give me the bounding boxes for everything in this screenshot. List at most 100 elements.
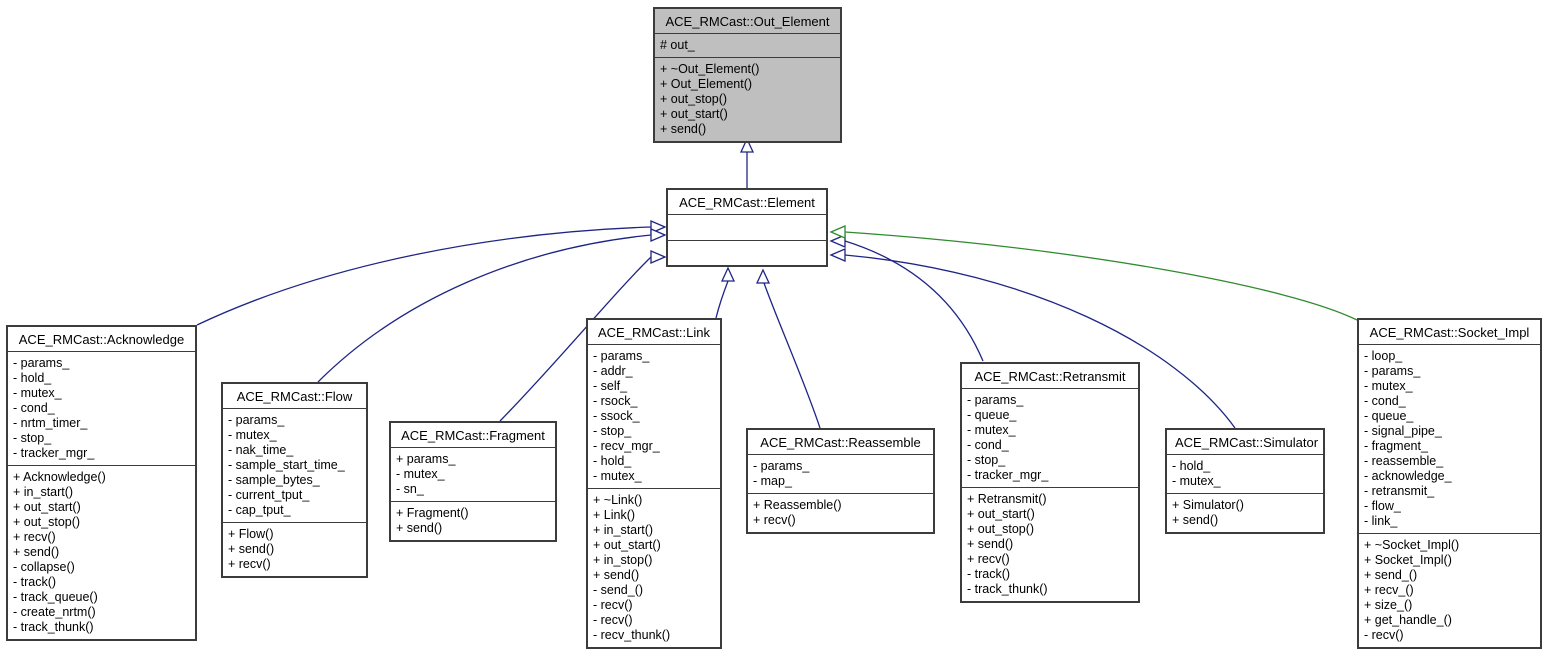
member-row: # out_ [660, 38, 695, 52]
class-box-out-element[interactable]: ACE_RMCast::Out_Element # out_ + ~Out_El… [653, 7, 842, 143]
member-row: + Out_Element() [660, 77, 753, 91]
class-attributes: - params_- addr_- self_- rsock_- ssock_-… [588, 345, 720, 488]
member-row: - nrtm_timer_ [13, 416, 88, 430]
class-title: ACE_RMCast::Link [588, 320, 720, 345]
member-row: - self_ [593, 379, 628, 393]
member-row: - params_ [228, 413, 285, 427]
edge-flow-to-element [317, 234, 652, 383]
member-row: - nak_time_ [228, 443, 294, 457]
edge-fragment-to-element [499, 256, 652, 422]
arrowhead-link [720, 266, 736, 282]
class-box-acknowledge[interactable]: ACE_RMCast::Acknowledge - params_- hold_… [6, 325, 197, 641]
arrowhead-flow [650, 228, 667, 242]
member-row: - loop_ [1364, 349, 1403, 363]
class-title: ACE_RMCast::Out_Element [655, 9, 840, 34]
class-box-link[interactable]: ACE_RMCast::Link - params_- addr_- self_… [586, 318, 722, 649]
member-row: - params_ [13, 356, 70, 370]
member-row: - sample_bytes_ [228, 473, 320, 487]
class-attributes: - params_- hold_- mutex_- cond_- nrtm_ti… [8, 352, 195, 465]
class-attributes: - params_- queue_- mutex_- cond_- stop_-… [962, 389, 1138, 487]
member-row: + recv() [13, 530, 56, 544]
member-row: - tracker_mgr_ [13, 446, 95, 460]
member-row: - params_ [593, 349, 650, 363]
member-row: + Retransmit() [967, 492, 1047, 506]
member-row: + out_start() [967, 507, 1035, 521]
member-row: + send() [593, 568, 640, 582]
arrowhead-socket-impl [829, 225, 846, 239]
member-row: - addr_ [593, 364, 633, 378]
class-box-fragment[interactable]: ACE_RMCast::Fragment + params_- mutex_- … [389, 421, 557, 542]
class-title: ACE_RMCast::Reassemble [748, 430, 933, 455]
member-row: + ~Socket_Impl() [1364, 538, 1460, 552]
class-box-retransmit[interactable]: ACE_RMCast::Retransmit - params_- queue_… [960, 362, 1140, 603]
member-row: - params_ [967, 393, 1024, 407]
member-row: - cond_ [13, 401, 55, 415]
member-row: - recv() [1364, 628, 1404, 642]
member-row: - params_ [753, 459, 810, 473]
class-methods: + ~Out_Element()+ Out_Element()+ out_sto… [655, 57, 840, 141]
member-row: - collapse() [13, 560, 75, 574]
member-row: - sn_ [396, 482, 424, 496]
member-row: - create_nrtm() [13, 605, 96, 619]
class-methods: + Reassemble()+ recv() [748, 493, 933, 532]
member-row: - fragment_ [1364, 439, 1428, 453]
member-row: + recv_() [1364, 583, 1414, 597]
member-row: + out_start() [13, 500, 81, 514]
class-box-reassemble[interactable]: ACE_RMCast::Reassemble - params_- map_ +… [746, 428, 935, 534]
edge-link-to-element [715, 280, 729, 319]
member-row: + ~Link() [593, 493, 643, 507]
member-row: + Acknowledge() [13, 470, 106, 484]
class-methods: + Flow()+ send()+ recv() [223, 522, 366, 576]
arrowhead-fragment [650, 250, 667, 264]
member-row: + Simulator() [1172, 498, 1244, 512]
member-row: + in_stop() [593, 553, 653, 567]
class-box-flow[interactable]: ACE_RMCast::Flow - params_- mutex_- nak_… [221, 382, 368, 578]
member-row: + get_handle_() [1364, 613, 1452, 627]
member-row: + send() [660, 122, 707, 136]
edge-retransmit-to-element [844, 240, 984, 362]
member-row: - track_thunk() [13, 620, 94, 634]
member-row: + send() [13, 545, 60, 559]
member-row: + out_start() [593, 538, 661, 552]
class-box-simulator[interactable]: ACE_RMCast::Simulator - hold_- mutex_ + … [1165, 428, 1325, 534]
member-row: - recv() [593, 613, 633, 627]
class-title: ACE_RMCast::Simulator [1167, 430, 1323, 455]
member-row: - cond_ [1364, 394, 1406, 408]
member-row: - flow_ [1364, 499, 1401, 513]
member-row: + recv() [753, 513, 796, 527]
member-row: + out_stop() [13, 515, 81, 529]
edge-reassemble-to-element [763, 282, 821, 429]
member-row: - recv_mgr_ [593, 439, 660, 453]
class-attributes: - loop_- params_- mutex_- cond_- queue_-… [1359, 345, 1540, 533]
member-row: - mutex_ [1364, 379, 1413, 393]
member-row: - track_queue() [13, 590, 98, 604]
member-row: - stop_ [13, 431, 52, 445]
member-row: + out_stop() [660, 92, 728, 106]
member-row: - track() [967, 567, 1011, 581]
member-row: - signal_pipe_ [1364, 424, 1442, 438]
member-row: + in_start() [593, 523, 654, 537]
class-methods: + Fragment()+ send() [391, 501, 555, 540]
class-attributes: # out_ [655, 34, 840, 57]
member-row: - mutex_ [396, 467, 445, 481]
member-row: - mutex_ [1172, 474, 1221, 488]
member-row: + params_ [396, 452, 456, 466]
member-row: - recv() [593, 598, 633, 612]
class-box-element[interactable]: ACE_RMCast::Element [666, 188, 828, 267]
member-row: - sample_start_time_ [228, 458, 345, 472]
member-row: - map_ [753, 474, 792, 488]
member-row: - mutex_ [967, 423, 1016, 437]
member-row: - track_thunk() [967, 582, 1048, 596]
member-row: - queue_ [967, 408, 1017, 422]
member-row: - mutex_ [228, 428, 277, 442]
member-row: - reassemble_ [1364, 454, 1444, 468]
member-row: + Reassemble() [753, 498, 842, 512]
arrowhead-retransmit [829, 234, 846, 248]
member-row: - acknowledge_ [1364, 469, 1452, 483]
class-attributes: - hold_- mutex_ [1167, 455, 1323, 493]
arrowhead-out-element [739, 137, 755, 153]
member-row: + send() [396, 521, 443, 535]
class-box-socket-impl[interactable]: ACE_RMCast::Socket_Impl - loop_- params_… [1357, 318, 1542, 649]
